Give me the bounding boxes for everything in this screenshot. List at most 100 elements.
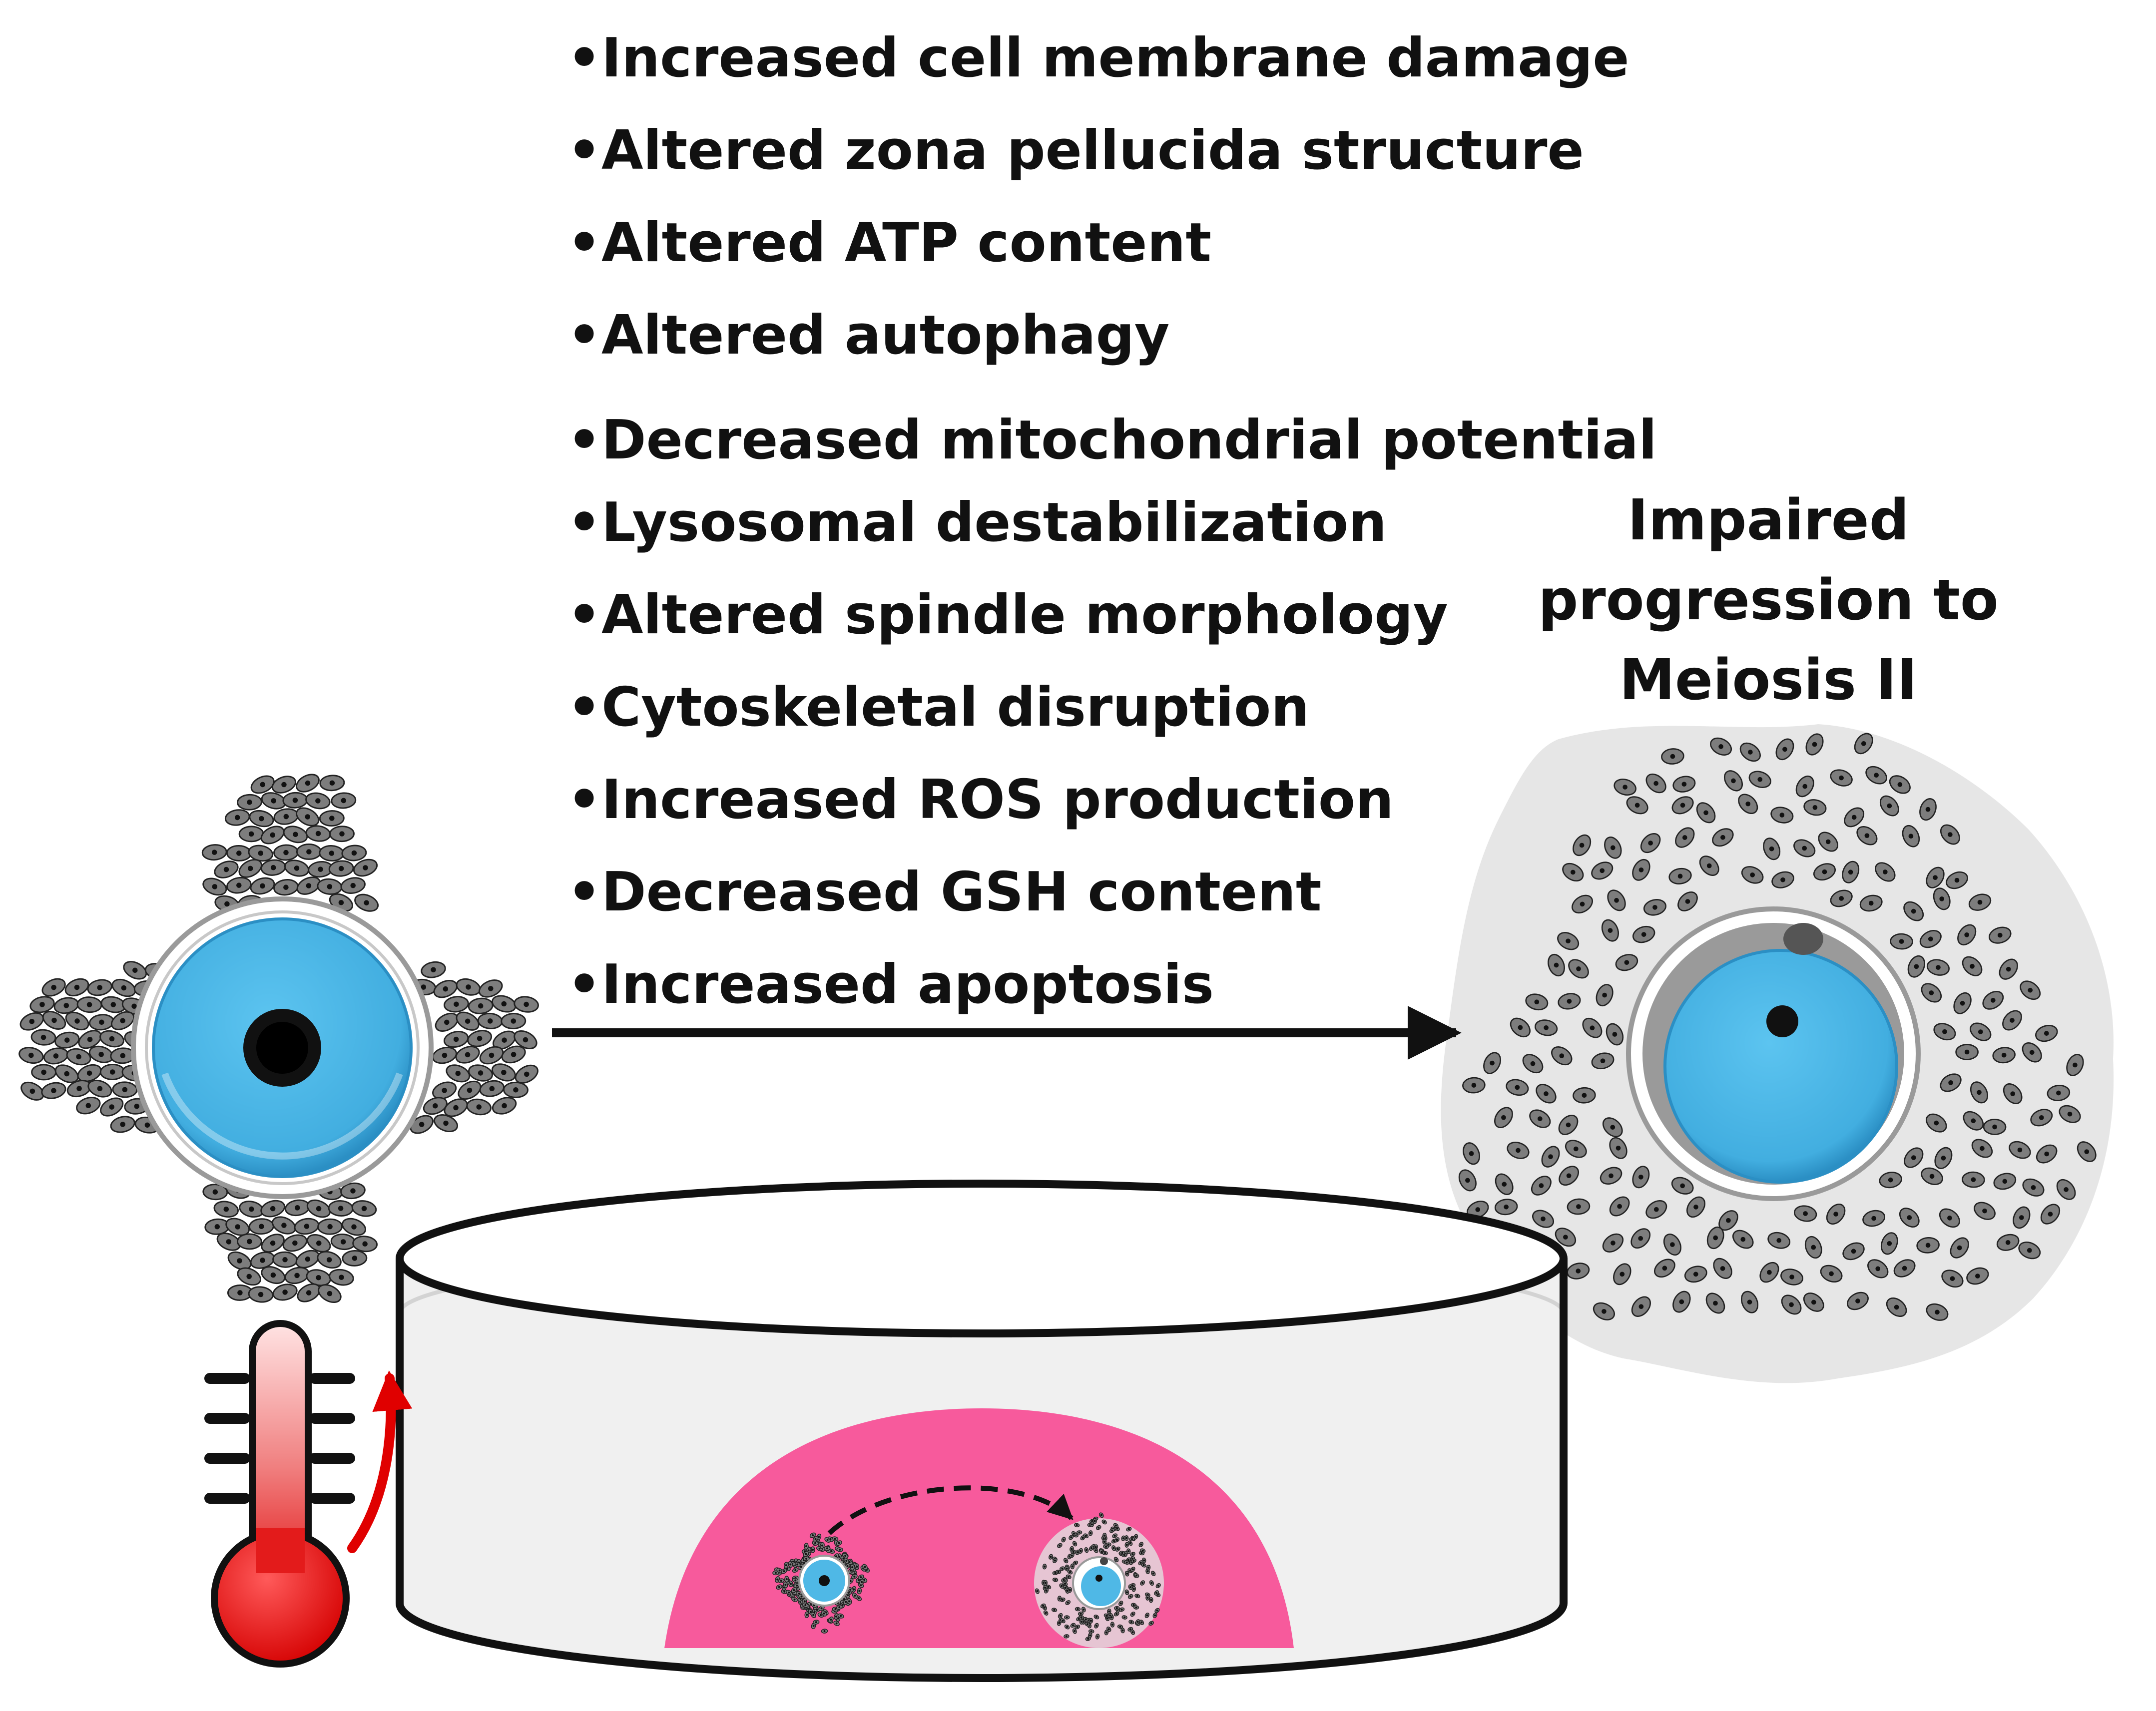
cumulus-cell [820, 1542, 825, 1549]
cumulus-cell [1582, 1017, 1603, 1038]
cumulus-cell [272, 1283, 298, 1301]
cumulus-cell [328, 860, 354, 877]
cumulus-cell [410, 1115, 434, 1134]
cumulus-cell [1567, 1263, 1590, 1280]
cumulus-cell [2020, 980, 2041, 1000]
cumulus-cell [89, 1014, 114, 1031]
cumulus-cell [1146, 1565, 1151, 1571]
cumulus-cell [843, 1599, 849, 1605]
thermometer-icon [204, 1320, 355, 1668]
cumulus-cell [1120, 1627, 1125, 1634]
cumulus-cell [1654, 1259, 1675, 1278]
cumulus-cell [1063, 1558, 1069, 1564]
cumulus-cell [2013, 1206, 2031, 1229]
cumulus-cell [1572, 894, 1593, 914]
oocyte-right [1663, 949, 1898, 1184]
cumulus-cell [76, 1097, 101, 1115]
cumulus-cell [1555, 1228, 1577, 1247]
cumulus-cell [340, 877, 366, 894]
cumulus-cell [1060, 1566, 1066, 1571]
cumulus-cell [1083, 1533, 1089, 1539]
cumulus-cell [317, 878, 343, 895]
cumulus-cell [852, 1592, 858, 1599]
cumulus-cell [501, 1013, 527, 1029]
cumulus-cell [1111, 1538, 1117, 1544]
cumulus-cell [778, 1578, 785, 1584]
cumulus-cell [1043, 1610, 1049, 1616]
cumulus-cell [1919, 930, 1942, 948]
cumulus-cell [1684, 1266, 1707, 1283]
cumulus-cell [1102, 1532, 1107, 1539]
cumulus-cell [261, 1266, 286, 1284]
cumulus-cell [1076, 1530, 1082, 1535]
cumulus-cell [342, 1218, 366, 1236]
cumulus-cell [1130, 1552, 1135, 1557]
cumulus-cell [1671, 796, 1694, 815]
cumulus-cell [1793, 1205, 1817, 1222]
cumulus-cell [1879, 1172, 1902, 1189]
cumulus-cell [1458, 1169, 1477, 1192]
cumulus-cell [77, 1064, 102, 1082]
cumulus-cell [821, 1610, 827, 1617]
cumulus-cell [1133, 1573, 1139, 1578]
cumulus-cell [213, 1201, 239, 1218]
cumulus-cell [2022, 1042, 2042, 1063]
cumulus-cell [306, 1199, 331, 1218]
cumulus-cell [1149, 1597, 1153, 1603]
cumulus-cell [1495, 1173, 1514, 1195]
cumulus-cell [1663, 1234, 1681, 1256]
cumulus-cell [319, 775, 345, 792]
cumulus-cell [1072, 1541, 1078, 1547]
cumulus-cell [1103, 1544, 1109, 1549]
cumulus-cell [1706, 1226, 1724, 1250]
cumulus-cell [1093, 1548, 1098, 1553]
cumulus-cell [1144, 1613, 1149, 1618]
cumulus-cell [466, 1098, 492, 1116]
cumulus-cell [1111, 1545, 1116, 1551]
cumulus-cell [1040, 1603, 1046, 1609]
cumulus-cell [1732, 1230, 1754, 1249]
cumulus-cell [1573, 1087, 1596, 1104]
cumulus-cell [1826, 1204, 1846, 1225]
cumulus-cell [2022, 1178, 2045, 1197]
cumulus-cell [479, 979, 503, 998]
cumulus-cell [112, 1081, 138, 1098]
cumulus-cell [1671, 1177, 1694, 1195]
cumulus-cell [20, 1081, 44, 1101]
cumulus-cell [1541, 1146, 1560, 1168]
cumulus-cell [319, 810, 345, 827]
cumulus-cell [812, 1540, 819, 1546]
cumulus-cell [456, 978, 481, 996]
cumulus-cell [1558, 993, 1581, 1010]
cumulus-cell [776, 1584, 783, 1590]
cumulus-cell [1061, 1537, 1066, 1543]
cumulus-cell [1713, 1258, 1732, 1279]
cumulus-cell [1759, 1262, 1779, 1283]
outcome-line: Meiosis II [1619, 648, 1918, 713]
cumulus-cell [329, 826, 355, 843]
cumulus-cell [1775, 738, 1794, 761]
cumulus-cell [1565, 1140, 1587, 1158]
cumulus-cell [1677, 891, 1698, 911]
chromosomes [1766, 1005, 1798, 1037]
cumulus-cell [1066, 1574, 1072, 1579]
cumulus-cell [2036, 1144, 2058, 1164]
cumulus-cell [1982, 991, 2004, 1010]
cumulus-cell [791, 1587, 797, 1593]
cumulus-cell [1126, 1548, 1131, 1554]
cumulus-cell [503, 1081, 529, 1098]
cumulus-cell [250, 775, 275, 794]
cumulus-cell [1974, 1202, 1996, 1220]
cumulus-cell [1804, 1236, 1822, 1259]
cumulus-cell [1940, 824, 1960, 845]
cumulus-cell [42, 1011, 66, 1030]
cumulus-cell [88, 1045, 114, 1063]
effect-item: •Increased apoptosis [567, 953, 1214, 1016]
cumulus-cell [2018, 1242, 2041, 1260]
cumulus-cell [1933, 1023, 1956, 1041]
cumulus-cell [423, 1097, 448, 1115]
cumulus-cell [330, 1233, 356, 1251]
cumulus-cell [1847, 1291, 1869, 1310]
cumulus-cell [284, 859, 309, 877]
cumulus-cell [1686, 1196, 1705, 1218]
